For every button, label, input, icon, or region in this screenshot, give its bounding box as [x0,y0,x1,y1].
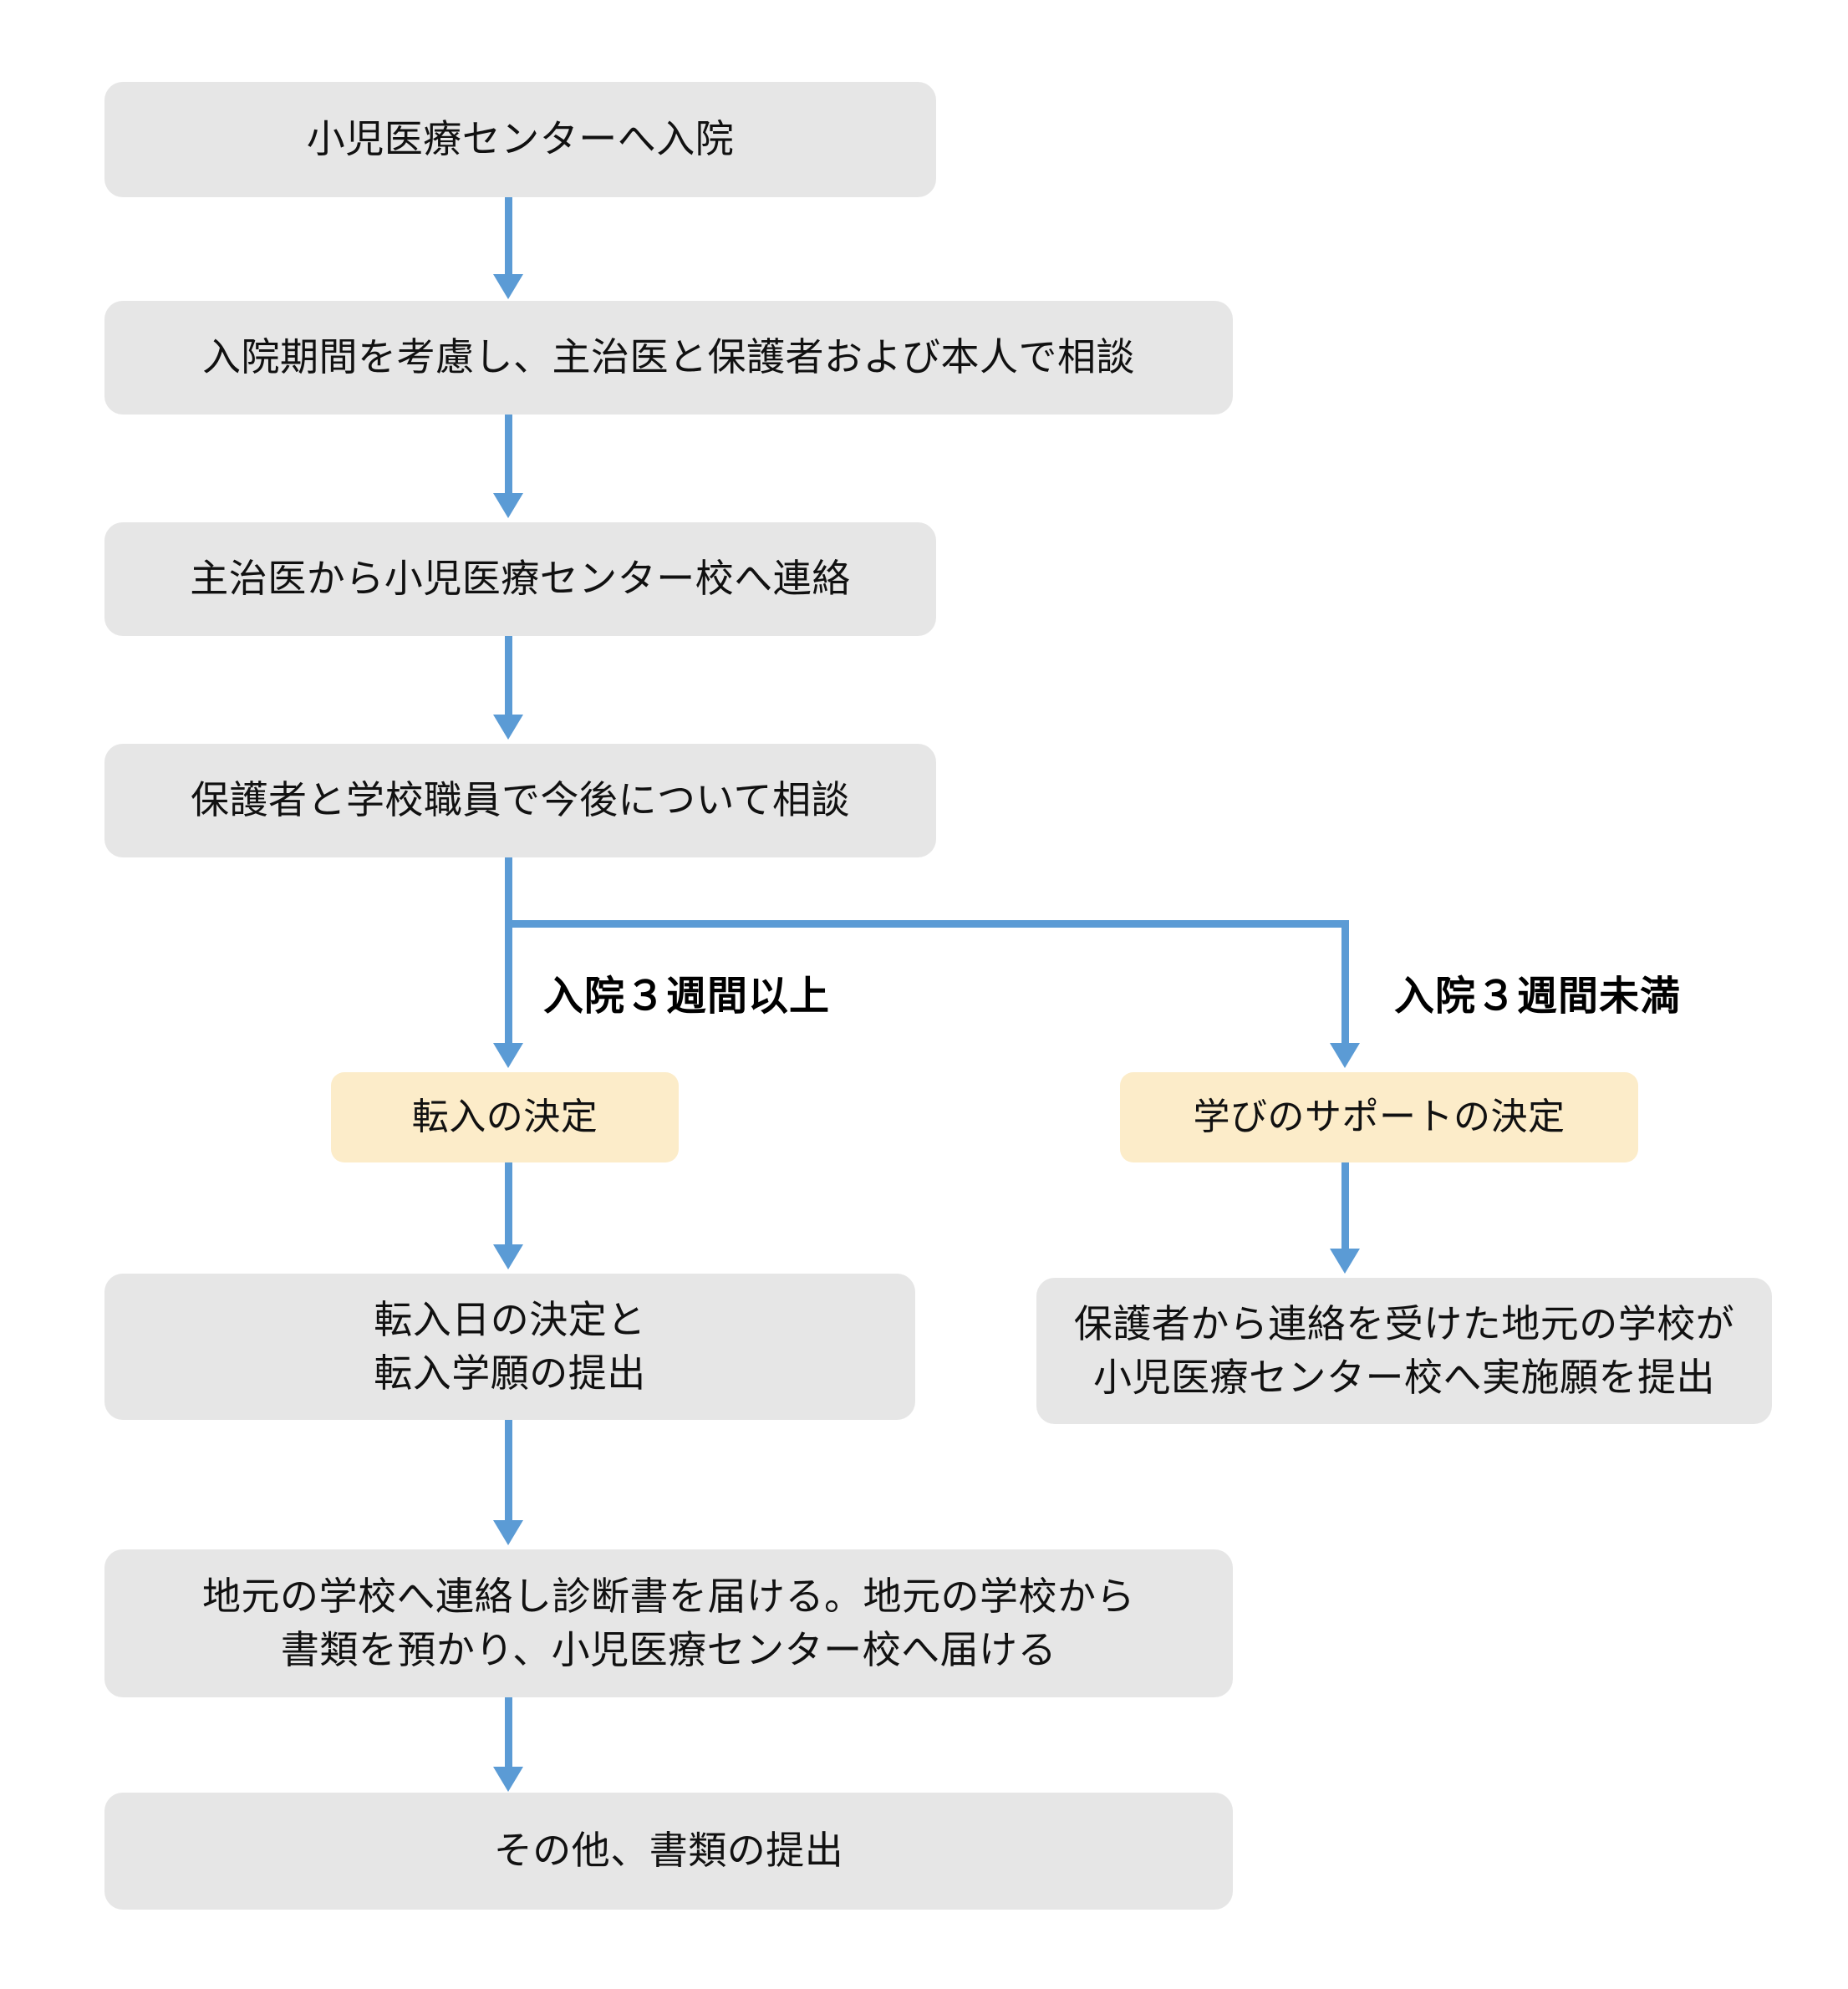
connector-line-consult-to-doctor-contact [505,415,512,495]
connector-arrow-doctor-contact-to-guardian-consult [493,715,523,740]
connector-arrow-support-decision-to-submit [1330,1249,1360,1274]
connector-arrow-branch-left [493,1043,523,1068]
connector-line-admission-to-consult [505,197,512,276]
node-other-documents: その他、書類の提出 [104,1793,1233,1910]
node-guardian-staff-consult: 保護者と学校職員で今後について相談 [104,744,936,857]
connector-line-branch-right-leg [1341,920,1349,1045]
branch-label-left: 入院３週間以上 [543,974,831,1019]
connector-line-branch-left-leg [505,920,512,1045]
connector-line-documents-to-other [505,1697,512,1768]
node-contact-local-school-documents: 地元の学校へ連絡し診断書を届ける。地元の学校から 書類を預かり、小児医療センター… [104,1549,1233,1697]
connector-arrow-documents-to-other [493,1767,523,1792]
connector-arrow-branch-right [1330,1043,1360,1068]
node-admission: 小児医療センターへ入院 [104,82,936,197]
connector-arrow-transfer-date-to-contact-local [493,1520,523,1545]
connector-line-doctor-contact-to-guardian-consult [505,636,512,716]
connector-line-transfer-date-to-contact-local [505,1420,512,1522]
node-transfer-decision: 転入の決定 [331,1072,679,1162]
node-transfer-date-and-application: 転入日の決定と 転入学願の提出 [104,1274,915,1420]
node-learning-support-decision: 学びのサポートの決定 [1120,1072,1638,1162]
connector-arrow-admission-to-consult [493,274,523,299]
node-consult-doctor: 入院期間を考慮し、主治医と保護者および本人で相談 [104,301,1233,415]
connector-arrow-transfer-decision-to-date [493,1244,523,1269]
connector-line-branch-stub [505,857,512,928]
connector-arrow-consult-to-doctor-contact [493,493,523,518]
node-local-school-submits-request: 保護者から連絡を受けた地元の学校が 小児医療センター校へ実施願を提出 [1036,1278,1772,1424]
connector-line-branch-horizontal [505,920,1349,928]
connector-line-transfer-decision-to-date [505,1162,512,1246]
branch-label-right: 入院３週間未満 [1394,974,1682,1019]
connector-line-support-decision-to-submit [1341,1162,1349,1250]
node-doctor-contacts-school: 主治医から小児医療センター校へ連絡 [104,522,936,636]
